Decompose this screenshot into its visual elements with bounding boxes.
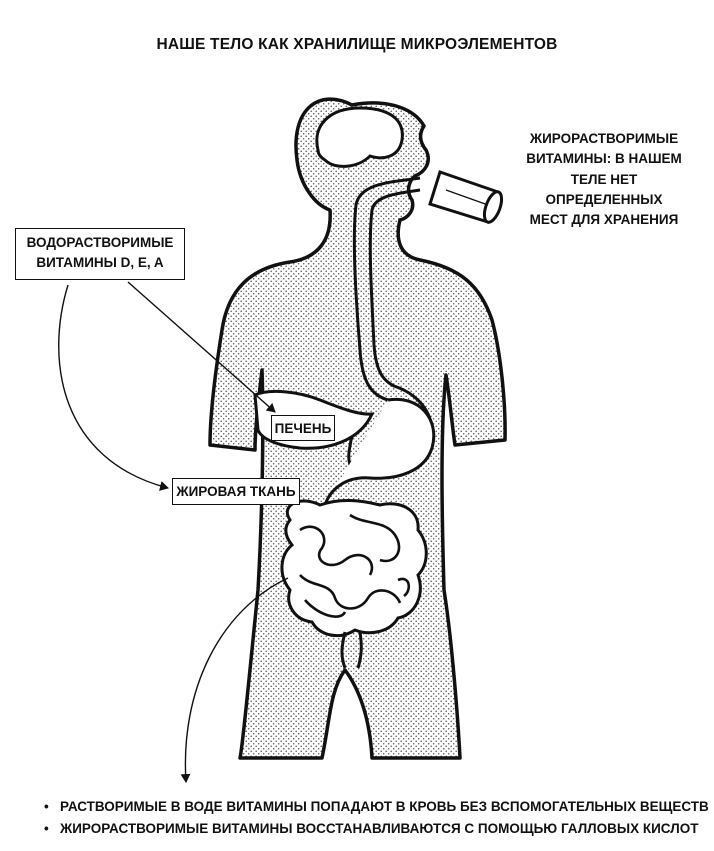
liver-label: ПЕЧЕНЬ [271, 415, 335, 441]
fat-soluble-note-line-3: ТЕЛЕ НЕТ ОПРЕДЕЛЕННЫХ [545, 171, 663, 207]
brain [315, 106, 404, 168]
intestines [280, 499, 428, 638]
fat-soluble-note-line-2: ВИТАМИНЫ: В НАШЕМ [526, 151, 682, 167]
arrow-to-bullets [180, 577, 289, 783]
bullet-item: РАСТВОРИМЫЕ В ВОДЕ ВИТАМИНЫ ПОПАДАЮТ В К… [44, 796, 709, 818]
water-soluble-vitamins-label: ВОДОРАСТВОРИМЫЕ ВИТАМИНЫ D, E, A [15, 228, 185, 280]
arrow-to-fat-tissue [58, 284, 169, 491]
water-soluble-line-1: ВОДОРАСТВОРИМЫЕ [26, 235, 174, 250]
fat-tissue-label: ЖИРОВАЯ ТКАНЬ [172, 478, 300, 505]
bullet-list: РАСТВОРИМЫЕ В ВОДЕ ВИТАМИНЫ ПОПАДАЮТ В К… [44, 796, 709, 840]
fat-soluble-note-line-4: МЕСТ ДЛЯ ХРАНЕНИЯ [529, 212, 679, 227]
water-soluble-line-2: ВИТАМИНЫ D, E, A [36, 254, 164, 270]
diagram-title: НАШЕ ТЕЛО КАК ХРАНИЛИЩЕ МИКРОЭЛЕМЕНТОВ [156, 36, 558, 53]
fat-soluble-vitamins-note: ЖИРОРАСТВОРИМЫЕ ВИТАМИНЫ: В НАШЕМ ТЕЛЕ Н… [514, 129, 694, 230]
stomach [323, 397, 436, 506]
arrow-to-liver [127, 281, 276, 413]
bullet-item: ЖИРОРАСТВОРИМЫЕ ВИТАМИНЫ ВОССТАНАВЛИВАЮТ… [44, 818, 704, 840]
fat-soluble-note-line-1: ЖИРОРАСТВОРИМЫЕ [529, 131, 679, 146]
